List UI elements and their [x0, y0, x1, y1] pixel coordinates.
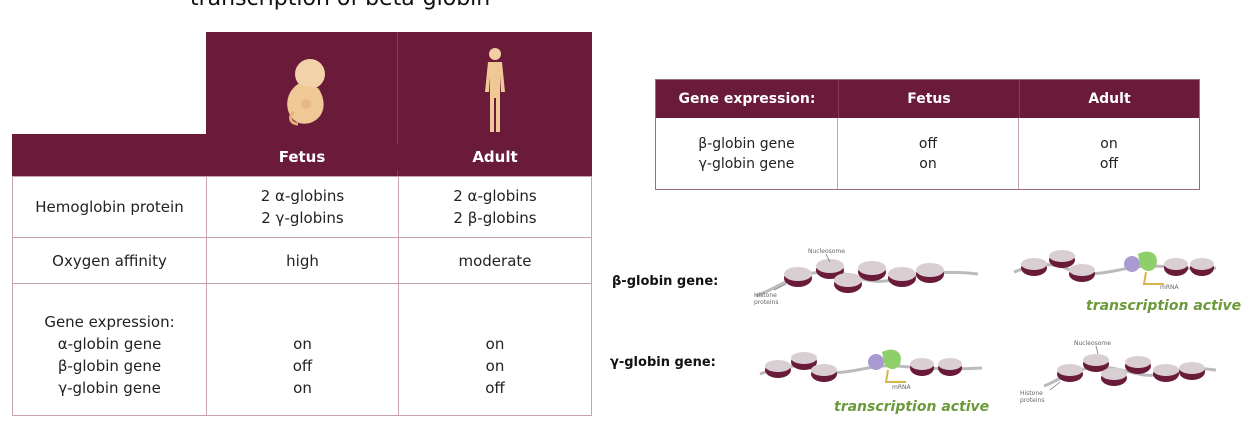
label-line: Histone: [754, 292, 777, 299]
label-line: Histone: [1020, 390, 1043, 397]
rt-adult-values: on off: [1019, 118, 1199, 189]
adult-icon: [485, 48, 505, 132]
rt-header-gene: Gene expression:: [656, 80, 838, 118]
cell-line: on: [485, 356, 505, 375]
gamma-chromatin-closed: [1043, 345, 1217, 391]
cell-line: β-globin gene: [57, 356, 162, 375]
cell-line: γ-globin gene: [58, 378, 161, 397]
cell-adult-hemoglobin: 2 α-globins 2 β-globins: [398, 176, 592, 238]
mrna-label: mRNA: [892, 384, 911, 391]
hemoglobin-table: Fetus Adult Hemoglobin protein 2 α-globi…: [12, 32, 592, 416]
cell-line: off: [1099, 155, 1119, 172]
cell-fetus-hemoglobin: 2 α-globins 2 γ-globins: [206, 176, 399, 238]
cell-line: 2 γ-globins: [261, 209, 344, 227]
cell-adult-gene-expression: on on off: [398, 283, 592, 416]
rt-header-fetus: Fetus: [838, 80, 1019, 118]
beta-chromatin-open: [1013, 250, 1217, 285]
beta-globin-label: β-globin gene:: [612, 274, 719, 289]
col-adult-label: Adult: [398, 144, 592, 170]
gamma-transcription-active: transcription active: [834, 399, 990, 415]
cell-line: on: [919, 155, 937, 172]
gene-expression-table: Gene expression: Fetus Adult β-globin ge…: [655, 79, 1200, 190]
label-line: proteins: [1020, 397, 1045, 404]
cell-line: α-globin gene: [57, 334, 162, 353]
nucleosome-label: Nucleosome: [808, 248, 845, 255]
cell-fetus-gene-expression: on off on: [206, 283, 399, 416]
beta-chromatin-closed: [755, 253, 979, 298]
cell-line: on: [293, 334, 312, 353]
cell-line: on: [1100, 135, 1118, 152]
nucleosome-label: Nucleosome: [1074, 340, 1111, 347]
row-label-hemoglobin: Hemoglobin protein: [12, 176, 207, 238]
cell-line: off: [292, 356, 313, 375]
mrna-label: mRNA: [1160, 284, 1179, 291]
fetus-icon: [287, 59, 325, 126]
gamma-chromatin-open: [759, 349, 983, 383]
cell-line: on: [293, 378, 312, 397]
rt-genes: β-globin gene γ-globin gene: [656, 118, 838, 189]
cell-line: 2 β-globins: [453, 209, 537, 227]
histone-label: Histone proteins: [754, 292, 778, 306]
page-title: transcription of beta-globin: [190, 0, 490, 11]
label-line: proteins: [754, 299, 779, 306]
header-corner: [12, 134, 206, 176]
cell-line: 2 α-globins: [453, 187, 537, 205]
beta-transcription-active: transcription active: [1086, 298, 1242, 314]
cell-line: Gene expression:: [44, 312, 175, 331]
cell-line: β-globin gene: [698, 135, 795, 152]
histone-label: Histone proteins: [1020, 390, 1044, 404]
nucleosome-icon: [784, 259, 944, 293]
row-label-oxygen: Oxygen affinity: [12, 237, 207, 284]
row-label-gene-expression: Gene expression: α-globin gene β-globin …: [12, 283, 207, 416]
cell-line: on: [485, 334, 505, 353]
cell-adult-oxygen: moderate: [398, 237, 592, 284]
rt-fetus-values: off on: [838, 118, 1019, 189]
cell-line: 2 α-globins: [260, 187, 345, 205]
cell-line: γ-globin gene: [698, 155, 795, 172]
col-fetus-label: Fetus: [206, 144, 398, 170]
cell-line: off: [485, 378, 505, 397]
rt-header-adult: Adult: [1019, 80, 1199, 118]
cell-line: off: [918, 135, 938, 152]
cell-fetus-oxygen: high: [206, 237, 399, 284]
gamma-globin-label: γ-globin gene:: [610, 355, 716, 370]
